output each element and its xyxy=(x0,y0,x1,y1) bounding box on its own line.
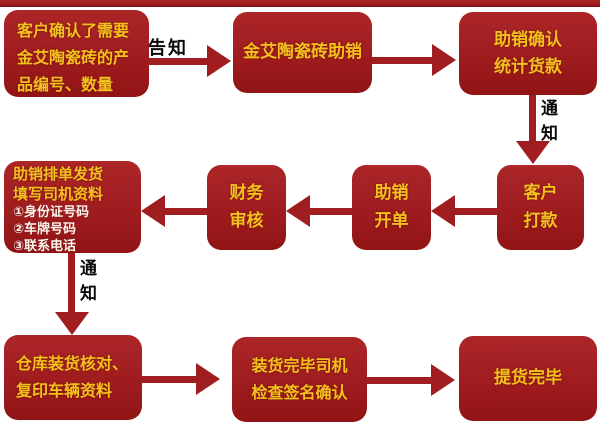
flow-node-loading-sign: 装货完毕司机 检查签名确认 xyxy=(232,337,367,422)
node-text-line: 助销 xyxy=(374,183,409,203)
node-text-line: 助销确认 xyxy=(494,30,562,50)
node-text-line: 打款 xyxy=(523,211,558,231)
edge-label-notify-right: 通知 xyxy=(541,99,558,144)
arrow-row1-head xyxy=(432,44,456,76)
arrow-warehouse-to-loading-shaft xyxy=(142,376,196,383)
node-text-line: ③联系电话 xyxy=(13,239,77,254)
arrow-finance-to-shipping-shaft xyxy=(165,208,207,215)
node-text-line: 开单 xyxy=(374,211,409,231)
node-text-line: 填写司机资料 xyxy=(13,185,104,203)
node-text-line: 金艾陶瓷砖的产 xyxy=(17,48,130,67)
node-text-line: 提货完毕 xyxy=(494,368,562,388)
flow-node-sales-confirm-payment: 助销确认 统计货款 xyxy=(459,12,597,95)
node-text-line: 金艾陶瓷砖助销 xyxy=(243,42,362,62)
node-text-line: ②车牌号码 xyxy=(13,222,77,237)
arrow-notify-left-shaft xyxy=(68,253,75,312)
arrow-order-to-finance-head xyxy=(286,195,310,227)
arrow-row1-shaft xyxy=(372,57,432,64)
flow-node-sales-create-order: 助销 开单 xyxy=(352,165,431,250)
arrow-notify-right-shaft xyxy=(529,95,536,141)
flow-node-customer-pay: 客户 打款 xyxy=(497,165,584,250)
arrow-order-to-finance-shaft xyxy=(310,208,352,215)
node-text-line: 复印车辆资料 xyxy=(16,381,113,400)
flow-node-pickup-complete: 提货完毕 xyxy=(459,336,597,421)
arrow-inform-shaft xyxy=(149,58,207,65)
arrow-loading-to-pickup-shaft xyxy=(367,377,431,384)
flow-node-jinaitao-sales: 金艾陶瓷砖助销 xyxy=(233,12,372,93)
flow-node-finance-review: 财务 审核 xyxy=(207,165,286,250)
flow-node-warehouse-check: 仓库装货核对、 复印车辆资料 xyxy=(4,335,142,420)
flow-node-customer-confirm: 客户确认了需要 金艾陶瓷砖的产 品编号、数量 xyxy=(4,10,149,97)
node-text-line: 财务 xyxy=(229,183,264,203)
edge-label-notify-left: 通知 xyxy=(80,259,97,304)
node-text-line: ①身份证号码 xyxy=(13,205,90,220)
node-text-line: 检查签名确认 xyxy=(251,383,348,402)
node-text-line: 品编号、数量 xyxy=(17,75,114,94)
top-red-strip xyxy=(0,0,600,7)
node-text-line: 客户确认了需要 xyxy=(17,21,130,40)
arrow-loading-to-pickup-head xyxy=(431,364,455,396)
arrow-pay-to-order-shaft xyxy=(455,208,497,215)
edge-label-inform: 告知 xyxy=(148,38,188,59)
flow-node-schedule-shipping: 助销排单发货 填写司机资料 ①身份证号码 ②车牌号码 ③联系电话 xyxy=(4,161,141,254)
node-text-line: 仓库装货核对、 xyxy=(16,354,129,373)
node-text-line: 助销排单发货 xyxy=(13,165,104,183)
arrow-notify-right-head xyxy=(516,141,550,164)
arrow-inform-head xyxy=(207,45,231,77)
node-text-line: 统计货款 xyxy=(494,57,562,77)
arrow-pay-to-order-head xyxy=(431,195,455,227)
arrow-finance-to-shipping-head xyxy=(141,195,165,227)
arrow-warehouse-to-loading-head xyxy=(196,363,220,395)
node-text-line: 装货完毕司机 xyxy=(251,356,348,375)
arrow-notify-left-head xyxy=(55,312,89,335)
node-text-line: 客户 xyxy=(523,183,558,203)
node-text-line: 审核 xyxy=(229,211,264,231)
